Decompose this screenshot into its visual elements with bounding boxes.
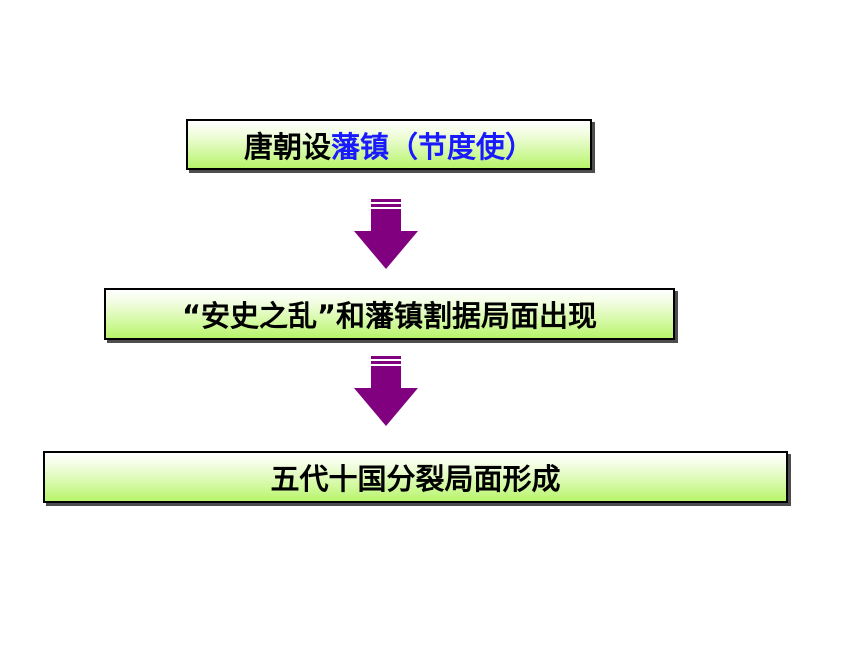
down-arrow-icon (354, 356, 418, 426)
step1-prefix-text: 唐朝设 (243, 129, 331, 164)
step3-text: 五代十国分裂局面形成 (270, 462, 561, 496)
step-box-1: 唐朝设藩镇（节度使） (186, 119, 592, 170)
down-arrow-icon (354, 199, 418, 269)
step-box-3: 五代十国分裂局面形成 (43, 451, 788, 503)
step1-highlight-text: 藩镇（节度使） (331, 129, 535, 164)
step-box-2: “安史之乱”和藩镇割据局面出现 (104, 288, 675, 340)
step2-text: “安史之乱”和藩镇割据局面出现 (181, 299, 598, 333)
